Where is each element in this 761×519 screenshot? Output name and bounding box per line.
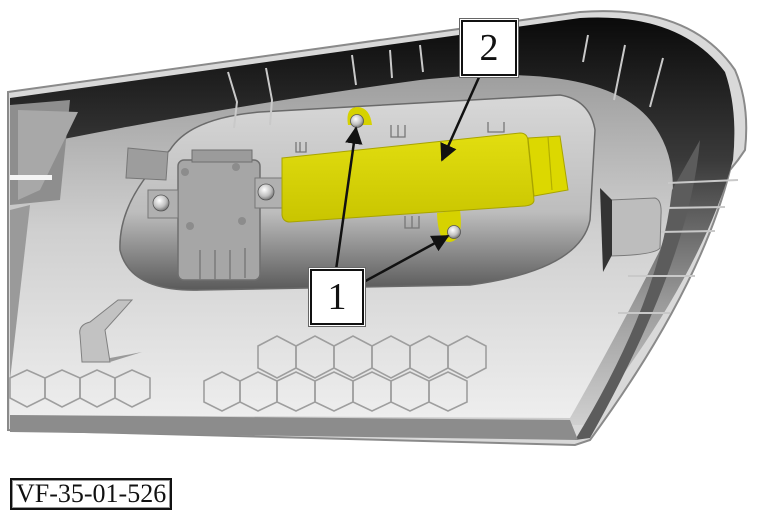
callout-2-label: 2 (461, 20, 517, 76)
right-bracket (609, 197, 662, 257)
figure-id-label: VF-35-01-526 (10, 478, 173, 510)
callout-1-label: 1 (310, 269, 364, 325)
honeycomb-texture (9, 335, 487, 412)
leader-1b (359, 234, 450, 286)
lower-left-bracket (79, 299, 142, 363)
rim-clips (227, 34, 739, 314)
leader-1a (334, 126, 363, 271)
leader-2 (440, 74, 482, 162)
leader-lines (334, 74, 482, 286)
grey-connector-module (147, 149, 286, 281)
